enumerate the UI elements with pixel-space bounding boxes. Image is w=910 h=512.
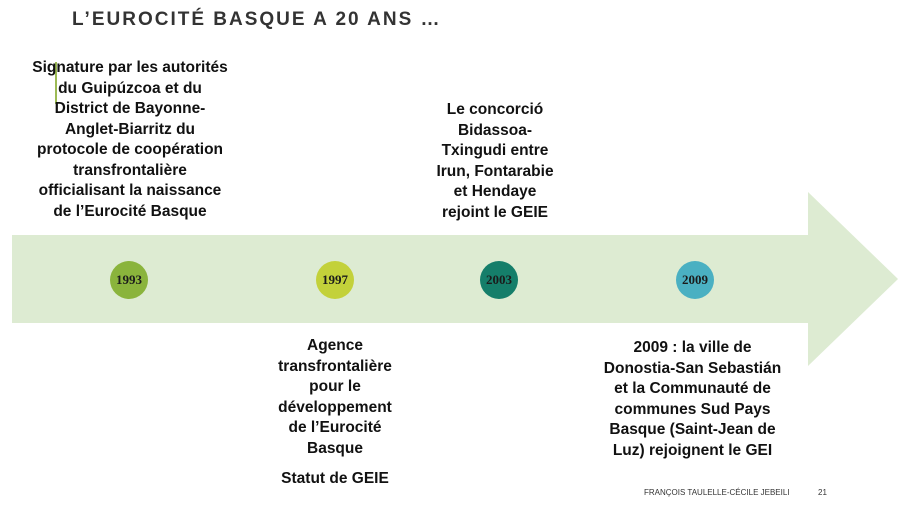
slide-title: L’EUROCITÉ BASQUE A 20 ANS … xyxy=(72,9,442,30)
milestone-2003-text: Le concorció Bidassoa- Txingudi entre Ir… xyxy=(410,100,580,223)
milestone-1997-text: Agence transfrontalière pour le développ… xyxy=(250,336,420,490)
year-circle-1997: 1997 xyxy=(316,261,354,299)
text-line: communes Sud Pays xyxy=(614,400,771,418)
text-line: 2009 : la ville de xyxy=(633,339,752,356)
year-circle-1993: 1993 xyxy=(110,261,148,299)
text-line: Basque (Saint-Jean de xyxy=(609,421,776,438)
text-line: Le concorció xyxy=(446,101,544,118)
text-line: pour le xyxy=(309,378,361,395)
text-line: de l’Eurocité Basque xyxy=(53,202,207,220)
text-line: Txingudi entre xyxy=(441,142,549,159)
text-line-statut: Statut de GEIE xyxy=(281,470,389,487)
text-line: District de Bayonne- xyxy=(54,100,206,117)
text-line: Agence xyxy=(307,337,363,354)
text-line: Basque xyxy=(307,439,363,457)
year-circle-2009: 2009 xyxy=(676,261,714,299)
text-line: Anglet-Biarritz du xyxy=(64,120,196,138)
footer-author: FRANÇOIS TAULELLE-CÉCILE JEBEILI xyxy=(644,488,790,497)
text-line: transfrontalière xyxy=(278,357,392,375)
text-line: protocole de coopération xyxy=(36,141,223,158)
year-circle-2003: 2003 xyxy=(480,261,518,299)
text-line: et la Communauté de xyxy=(614,380,771,397)
milestone-2009-text: 2009 : la ville de Donostia-San Sebastiá… xyxy=(585,338,800,461)
text-line: de l’Eurocité xyxy=(288,419,382,436)
text-line: du Guipúzcoa et du xyxy=(58,79,202,97)
text-line: rejoint le GEIE xyxy=(442,203,548,221)
page-number: 21 xyxy=(818,488,827,497)
text-line: développement xyxy=(278,398,392,416)
text-line: Bidassoa- xyxy=(457,121,533,139)
text-line: transfrontalière xyxy=(73,161,187,179)
text-line: et Hendaye xyxy=(453,183,537,200)
text-line: Signature par les autorités xyxy=(32,59,228,76)
text-line: Donostia-San Sebastián xyxy=(603,359,782,377)
timeline-arrow-shape xyxy=(12,192,898,366)
text-line: officialisant la naissance xyxy=(38,182,222,199)
text-line: Luz) rejoignent le GEI xyxy=(612,441,773,459)
text-line: Irun, Fontarabie xyxy=(436,162,554,180)
decorative-bar xyxy=(55,62,57,104)
milestone-1993-text: Signature par les autorités du Guipúzcoa… xyxy=(14,58,246,222)
